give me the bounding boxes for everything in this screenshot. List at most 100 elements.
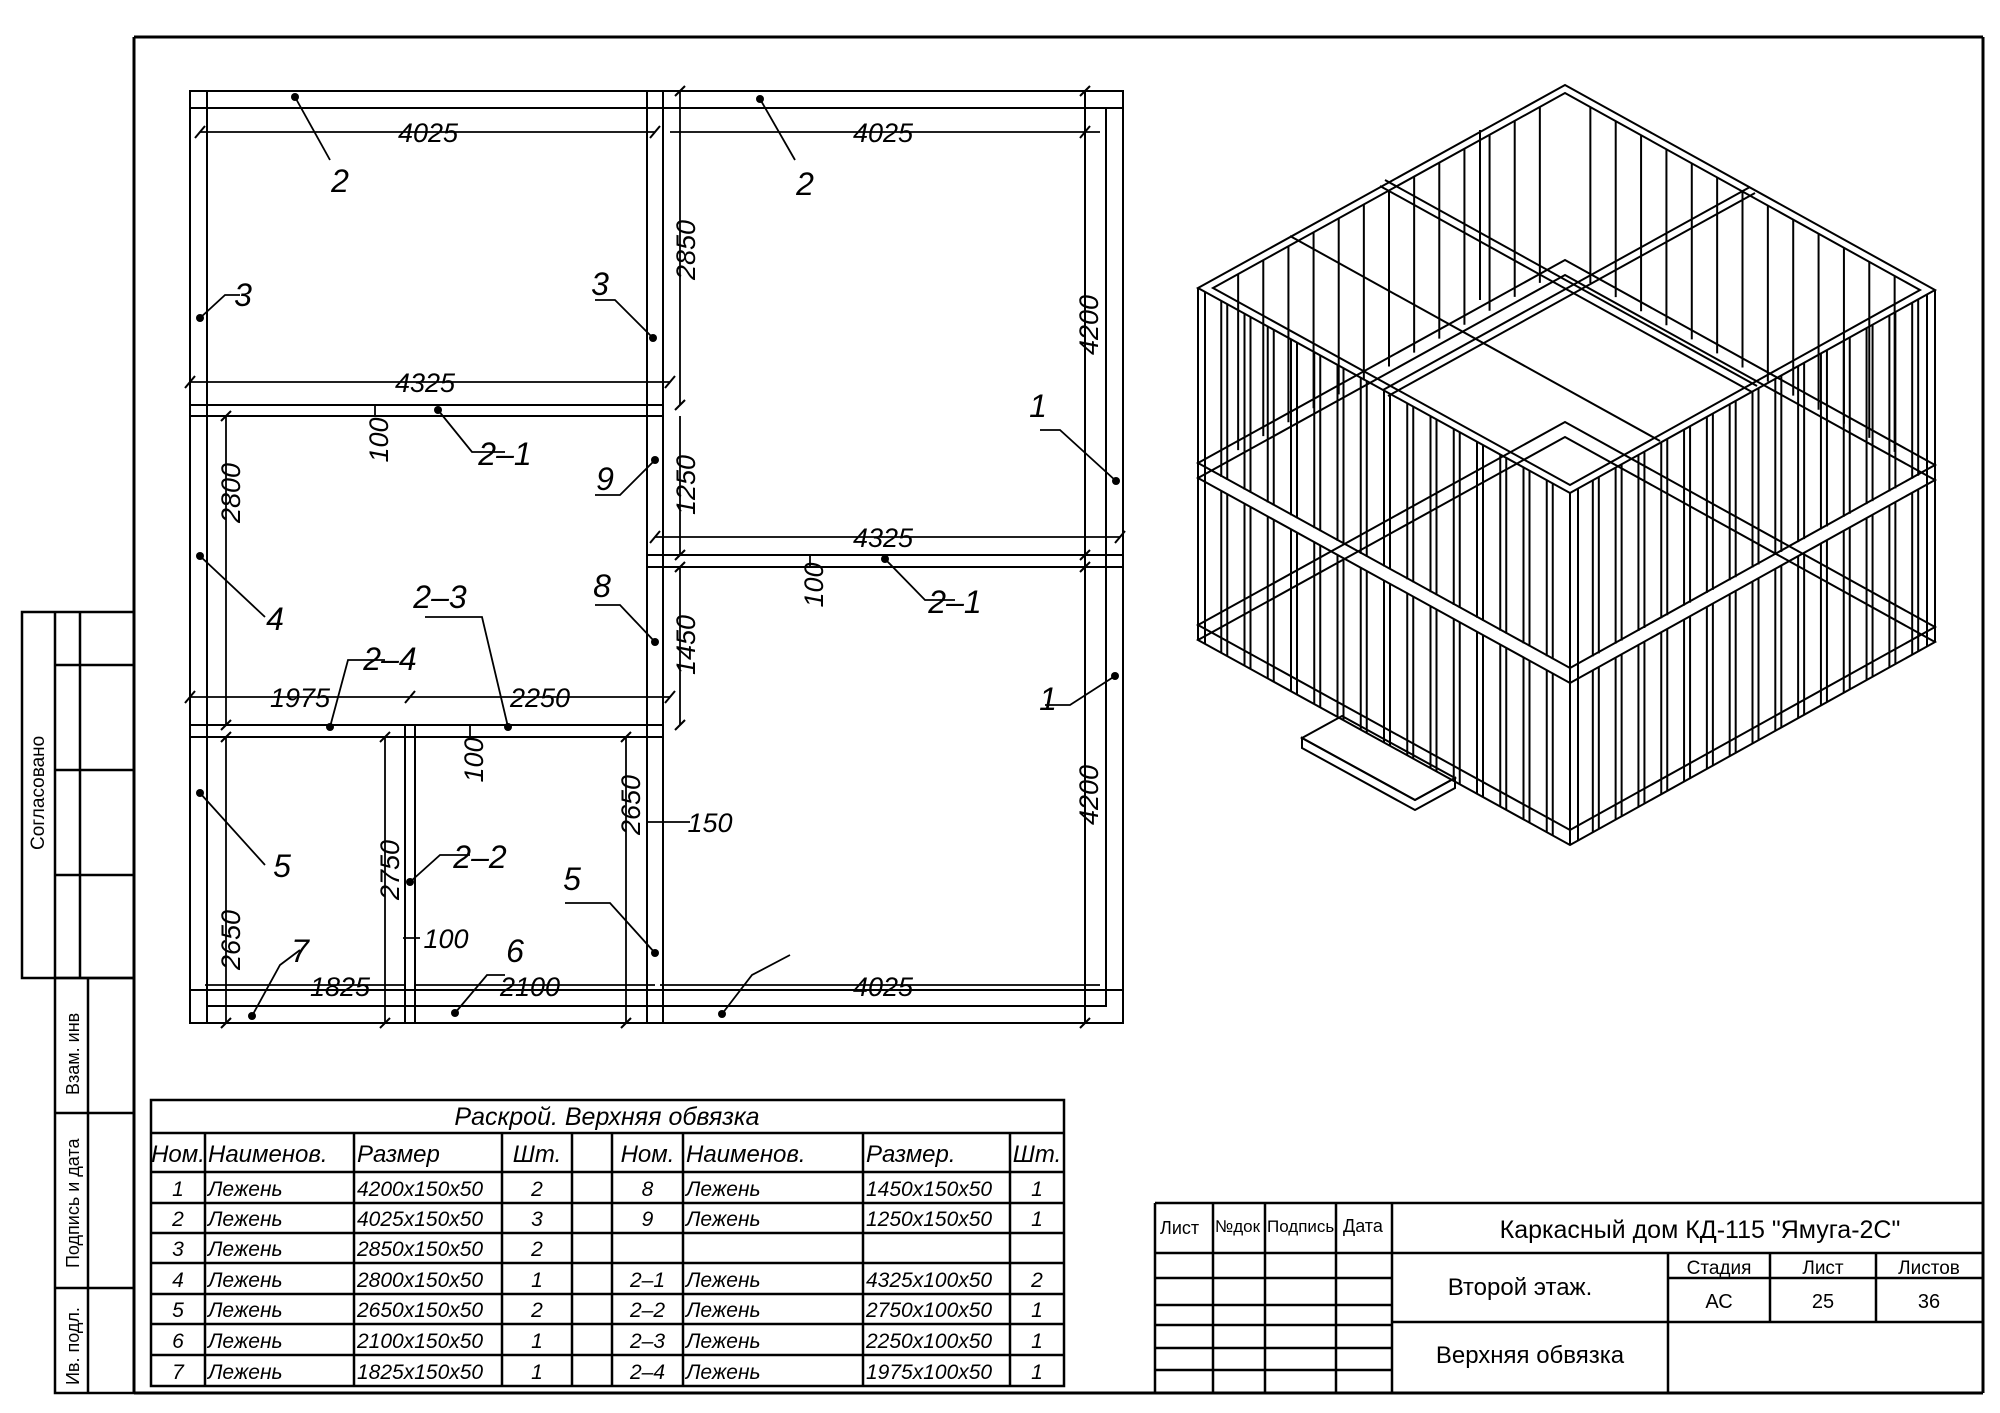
dimension-lines [190, 91, 1120, 1023]
tb-floor: Второй этаж. [1448, 1274, 1593, 1301]
isometric-frame-illustration [1195, 83, 1938, 847]
table-cell: 7 [172, 1361, 185, 1384]
label-5-a: 5 [273, 848, 291, 884]
sidebar-podpis: Подпись и дата [63, 1138, 83, 1268]
table-header-cell: Размер [357, 1141, 440, 1168]
table-header-cell: Ном. [621, 1141, 675, 1168]
sidebar-soglasovano: Согласовано [28, 736, 49, 850]
label-2-a: 2 [330, 163, 349, 199]
label-2-1-b: 2–1 [927, 584, 981, 620]
table-cell: Лежень [206, 1330, 283, 1353]
leader-lines [199, 96, 1117, 1017]
table-cell: 1 [1031, 1299, 1043, 1322]
label-1-b: 1 [1039, 681, 1057, 717]
table-cell: 8 [642, 1178, 654, 1201]
table-cell: 1 [1031, 1208, 1043, 1231]
tb-stage-header: Стадия [1687, 1258, 1752, 1279]
dim-1825: 1825 [310, 972, 371, 1002]
title-block-texts: Лист №док Подпись Дата Каркасный дом КД-… [1160, 1216, 1960, 1369]
dim-100-stud: 100 [423, 924, 468, 954]
table-cell: 2800x150x50 [356, 1269, 483, 1292]
table-cell: Лежень [684, 1361, 761, 1384]
label-3-a: 3 [234, 277, 252, 313]
table-cell: 1825x150x50 [357, 1361, 483, 1384]
dim-2800: 2800 [216, 463, 246, 524]
dimension-ticks [184, 85, 1126, 1029]
table-cell: 2250x100x50 [865, 1330, 992, 1353]
label-4: 4 [266, 601, 284, 637]
dim-2250: 2250 [509, 683, 570, 713]
tb-data: Дата [1343, 1216, 1384, 1236]
dim-2650-right: 2650 [616, 775, 646, 836]
dim-4325-left: 4325 [395, 368, 456, 398]
table-cell: Лежень [684, 1178, 761, 1201]
table-cell: Лежень [206, 1361, 283, 1384]
table-cell: 2–3 [629, 1330, 665, 1353]
isometric-studs-left [1220, 106, 1554, 836]
sidebar-iv: Ив. подл. [63, 1307, 83, 1385]
tb-stage: АС [1705, 1291, 1732, 1313]
label-8: 8 [593, 568, 611, 604]
title-block [1153, 1201, 1983, 1393]
dim-2100: 2100 [499, 972, 560, 1002]
dim-4025-bottom: 4025 [853, 972, 914, 1002]
table-cell: Лежень [684, 1330, 761, 1353]
dim-4325-right: 4325 [853, 523, 914, 553]
label-2-4: 2–4 [362, 641, 416, 677]
label-2-1-a: 2–1 [477, 436, 531, 472]
label-2-2: 2–2 [452, 839, 507, 875]
dim-2650-left: 2650 [216, 910, 246, 971]
table-cell: 1 [1031, 1178, 1043, 1201]
tb-list: Лист [1160, 1218, 1199, 1238]
label-7: 7 [291, 933, 310, 969]
table-cell: 1 [1031, 1330, 1043, 1353]
table-cell: Лежень [206, 1269, 283, 1292]
table-cell: 1450x150x50 [866, 1178, 992, 1201]
dim-1975: 1975 [270, 683, 331, 713]
table-title: Раскрой. Верхняя обвязка [454, 1103, 759, 1131]
dimension-texts-vertical: 2850 4200 4200 100 100 100 2800 1250 145… [216, 220, 1104, 971]
table-cell: 2–4 [629, 1361, 665, 1384]
dim-2850: 2850 [671, 220, 701, 281]
table-cell: 1 [531, 1361, 543, 1384]
table-cell: Лежень [684, 1269, 761, 1292]
table-cell: 2 [171, 1208, 184, 1231]
table-cell: Лежень [684, 1208, 761, 1231]
dim-150: 150 [687, 808, 732, 838]
dim-4200-bottom: 4200 [1074, 765, 1104, 825]
table-header-cell: Наименов. [208, 1141, 328, 1168]
label-2-3: 2–3 [412, 579, 467, 615]
table-cell: Лежень [206, 1299, 283, 1322]
label-6: 6 [506, 933, 524, 969]
table-header-cell: Размер. [866, 1141, 956, 1168]
table-cell: 9 [642, 1208, 654, 1231]
dim-4200-top: 4200 [1074, 295, 1104, 355]
dimension-texts: 4025 4025 4325 4325 1975 2250 1825 2100 … [270, 118, 914, 1002]
table-cell: 6 [172, 1330, 184, 1353]
table-header-cell: Ном. [151, 1141, 205, 1168]
sidebar-vzam: Взам. инв [63, 1013, 83, 1095]
dim-4025-top-left: 4025 [398, 118, 459, 148]
table-cell: 2 [530, 1238, 543, 1261]
tb-project: Каркасный дом КД-115 "Ямуга-2С" [1500, 1216, 1901, 1244]
tb-sheet-name: Верхняя обвязка [1436, 1342, 1625, 1369]
label-9: 9 [596, 461, 614, 497]
table-cell: 3 [172, 1238, 184, 1261]
table-cell: Лежень [206, 1208, 283, 1231]
floor-plan [189, 90, 1124, 1024]
dim-100-a: 100 [364, 417, 394, 462]
table-cell: 1 [531, 1330, 543, 1353]
table-cell: 2 [1030, 1269, 1043, 1292]
table-cell: Лежень [206, 1238, 283, 1261]
label-2-b: 2 [795, 166, 814, 202]
dim-4025-top-right: 4025 [853, 118, 914, 148]
table-cell: 4325x100x50 [866, 1269, 992, 1292]
table-cell: 2–2 [629, 1299, 665, 1322]
table-cell: 1250x150x50 [866, 1208, 992, 1231]
table-cell: Лежень [684, 1299, 761, 1322]
table-cell: 2–1 [629, 1269, 665, 1292]
table-header-cell: Шт. [1013, 1141, 1061, 1168]
table-cell: 4 [172, 1269, 184, 1292]
tb-podpis: Подпись [1267, 1217, 1334, 1236]
table-cell: 3 [531, 1208, 543, 1231]
